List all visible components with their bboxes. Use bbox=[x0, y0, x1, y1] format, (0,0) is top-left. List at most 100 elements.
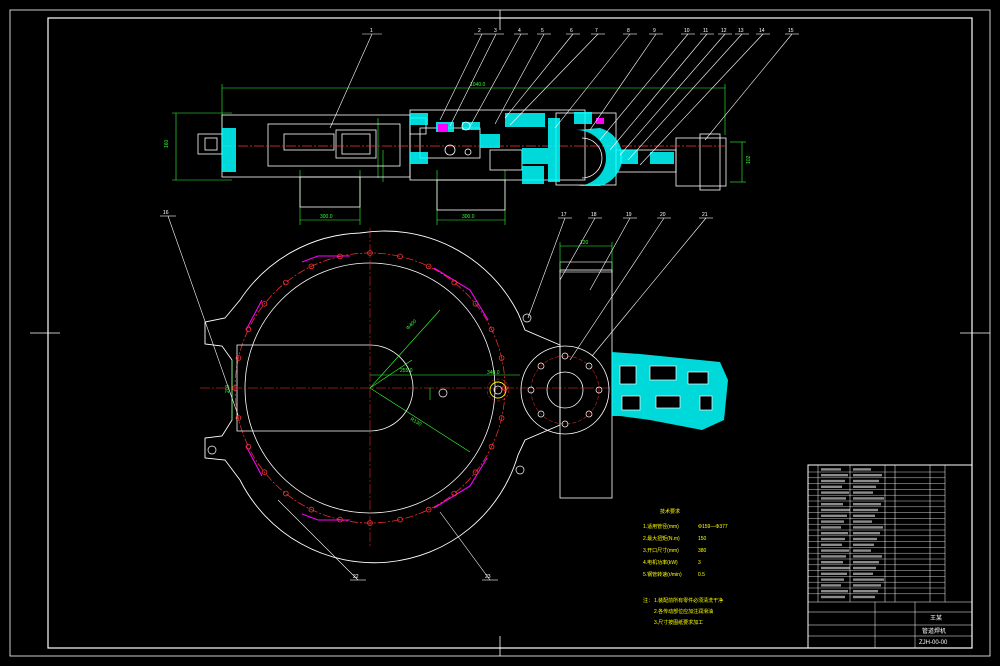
svg-text:300.0: 300.0 bbox=[462, 214, 475, 220]
bottom-balloon-numbers: 16 17 18 19 20 21 22 23 bbox=[163, 210, 708, 580]
param-label-5: 5.钢管转速(r/min) bbox=[643, 571, 682, 578]
svg-text:102: 102 bbox=[746, 155, 752, 164]
bolt-hole bbox=[502, 385, 508, 391]
balloon-21: 21 bbox=[702, 212, 708, 218]
balloon-1: 1 bbox=[370, 28, 373, 34]
bolt-hole bbox=[245, 326, 252, 333]
bolt-hole bbox=[245, 443, 252, 450]
gear-bolt-hole bbox=[561, 352, 569, 360]
svg-text:340.0: 340.0 bbox=[487, 370, 500, 376]
bolt-hole bbox=[337, 516, 343, 523]
balloon-9: 9 bbox=[653, 28, 656, 34]
bolt-hole bbox=[498, 415, 505, 421]
balloon-13: 13 bbox=[738, 28, 744, 34]
bolt-hole bbox=[235, 415, 242, 421]
balloon-15: 15 bbox=[788, 28, 794, 34]
balloon-17: 17 bbox=[561, 212, 567, 218]
bolt-hole bbox=[397, 516, 403, 523]
param-value-4: 3 bbox=[698, 560, 701, 566]
param-value-2: 150 bbox=[698, 536, 707, 542]
gear-bolt-hole bbox=[527, 386, 535, 394]
bolt-hole bbox=[282, 279, 289, 286]
balloon-22: 22 bbox=[353, 574, 359, 580]
bolt-hole bbox=[367, 520, 373, 526]
balloon-23: 23 bbox=[485, 574, 491, 580]
bolt-hole bbox=[367, 250, 373, 256]
bolt-hole bbox=[261, 469, 268, 476]
gear-bolt-hole bbox=[595, 386, 603, 394]
balloon-12: 12 bbox=[721, 28, 727, 34]
designer-name: 王某 bbox=[930, 615, 942, 622]
svg-text:1040.0: 1040.0 bbox=[470, 82, 486, 88]
sheet-inner-border bbox=[47, 17, 973, 649]
bolt-hole bbox=[451, 490, 458, 497]
balloon-3: 3 bbox=[494, 28, 497, 34]
top-balloon-numbers: 1 2 3 4 5 6 7 8 9 10 11 12 13 14 15 bbox=[370, 28, 794, 34]
note-2: 2.各传动部位应加注润滑油 bbox=[654, 608, 713, 615]
bolt-hole bbox=[498, 355, 505, 361]
bottom-leaders bbox=[167, 215, 707, 581]
bottom-balloon-underlines bbox=[160, 215, 713, 581]
bolt-hole bbox=[261, 300, 268, 307]
bolt-hole bbox=[472, 469, 479, 476]
note-3: 3.尺寸按图纸要求加工 bbox=[654, 619, 703, 626]
param-label-3: 3.开口尺寸(mm) bbox=[643, 547, 679, 554]
centering-marks bbox=[30, 10, 990, 656]
bolt-hole bbox=[337, 253, 343, 260]
param-value-3: 380 bbox=[698, 548, 707, 554]
bolt-hole bbox=[282, 490, 289, 497]
balloon-4: 4 bbox=[518, 28, 521, 34]
drawing-title: 管道焊机 bbox=[922, 627, 946, 635]
balloon-5: 5 bbox=[541, 28, 544, 34]
bolt-hole bbox=[425, 263, 432, 270]
title-block: 王某 管道焊机 ZJH-00-00 bbox=[807, 464, 973, 649]
tech-requirements: 技术要求 1.适用管径(mm) 2.最大扭矩(N.m) 3.开口尺寸(mm) 4… bbox=[643, 508, 728, 626]
svg-text:Φ400: Φ400 bbox=[405, 318, 418, 331]
top-section-view: 1040.0 160 102 300.0 300.0 bbox=[164, 82, 752, 225]
svg-text:R130: R130 bbox=[409, 417, 423, 428]
front-ring-view: Φ400 R130 255.0 340.0 200 120 bbox=[200, 228, 728, 564]
bolt-hole bbox=[488, 326, 495, 333]
svg-text:255.0: 255.0 bbox=[400, 368, 413, 374]
drawing-number: ZJH-00-00 bbox=[919, 640, 948, 646]
top-leaders bbox=[329, 33, 793, 166]
gear-bolt-hole bbox=[537, 410, 545, 418]
param-label-4: 4.电机功率(kW) bbox=[643, 559, 678, 566]
svg-text:200: 200 bbox=[225, 384, 231, 393]
bolt-hole bbox=[488, 443, 495, 450]
gear-bolt-hole bbox=[585, 362, 593, 370]
bolt-hole bbox=[451, 279, 458, 286]
balloon-8: 8 bbox=[627, 28, 630, 34]
balloon-7: 7 bbox=[595, 28, 598, 34]
bolt-hole bbox=[425, 506, 432, 513]
param-label-2: 2.最大扭矩(N.m) bbox=[643, 535, 680, 542]
gear-bolt-hole bbox=[537, 362, 545, 370]
balloon-18: 18 bbox=[591, 212, 597, 218]
gear-bolt-hole bbox=[561, 420, 569, 428]
bolt-hole bbox=[308, 263, 315, 270]
bolt-holes bbox=[232, 250, 508, 526]
balloon-14: 14 bbox=[759, 28, 765, 34]
tech-requirements-title: 技术要求 bbox=[660, 508, 680, 515]
param-labels: 1.适用管径(mm) 2.最大扭矩(N.m) 3.开口尺寸(mm) 4.电机功率… bbox=[643, 523, 682, 578]
param-value-1: Φ159—Φ377 bbox=[698, 524, 728, 530]
svg-text:120: 120 bbox=[580, 240, 589, 246]
param-values: Φ159—Φ377 150 380 3 0.5 bbox=[698, 524, 728, 578]
balloon-6: 6 bbox=[570, 28, 573, 34]
balloon-2: 2 bbox=[478, 28, 481, 34]
bolt-hole bbox=[472, 300, 479, 307]
balloon-16: 16 bbox=[163, 210, 169, 216]
param-label-1: 1.适用管径(mm) bbox=[643, 523, 679, 530]
param-value-5: 0.5 bbox=[698, 572, 705, 578]
bolt-hole bbox=[232, 385, 238, 391]
svg-text:160: 160 bbox=[164, 139, 170, 148]
balloon-10: 10 bbox=[684, 28, 690, 34]
balloon-11: 11 bbox=[703, 28, 708, 34]
note-1: 1.装配前所有零件必须清洗干净 bbox=[654, 597, 723, 604]
bolt-hole bbox=[308, 506, 315, 513]
notes-prefix: 注： bbox=[643, 597, 653, 604]
bolt-hole bbox=[235, 355, 242, 361]
balloon-19: 19 bbox=[626, 212, 632, 218]
svg-text:300.0: 300.0 bbox=[320, 214, 333, 220]
